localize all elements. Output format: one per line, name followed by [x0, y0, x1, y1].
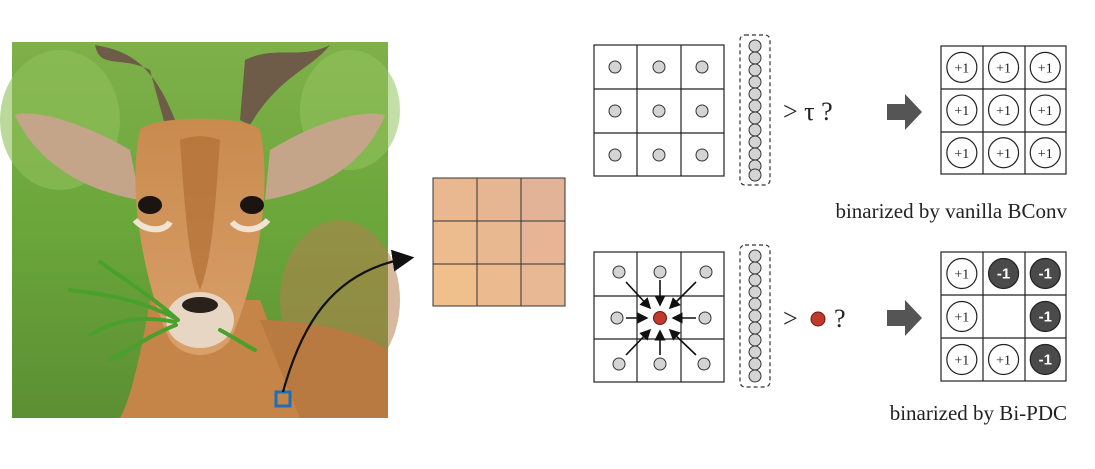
right-arrow-icon-2: [887, 300, 922, 336]
top-output-cell-value: +1: [996, 147, 1011, 162]
right-arrow-icon: [887, 94, 922, 130]
bottom-caption: binarized by Bi-PDC: [890, 401, 1067, 425]
top-output-cell-circle: [946, 51, 978, 83]
top-threshold-vector: [739, 34, 771, 186]
bottom-output-cell-circle: [1029, 257, 1061, 290]
curved-arrow-icon: [281, 249, 415, 393]
bottom-output-cell-value: +1: [996, 354, 1011, 369]
top-output-cell-circle: [946, 94, 978, 126]
bottom-input-grid: [593, 251, 725, 383]
top-comparison-label: > τ ?: [783, 97, 833, 126]
top-output-cell-value: +1: [996, 104, 1011, 119]
top-caption: binarized by vanilla BConv: [835, 199, 1067, 223]
bottom-threshold-vector: [739, 244, 771, 388]
top-output-cell-circle: [1029, 51, 1061, 83]
top-input-grid: [593, 44, 725, 177]
top-output-cell-value: +1: [1038, 147, 1053, 162]
top-output-cell-value: +1: [954, 61, 969, 76]
top-output-cell-value: +1: [954, 147, 969, 162]
top-output-grid: +1 +1 +1 +1 +1 +1 +1 +1 +1: [940, 45, 1067, 175]
bottom-output-cell-circle: [946, 300, 978, 333]
top-output-cell-value: +1: [1038, 61, 1053, 76]
bottom-output-cell-circle: [987, 257, 1020, 290]
bottom-output-cell-circle: [987, 343, 1020, 376]
antelope-photo: [0, 42, 400, 418]
bottom-output-cell-value: +1: [954, 354, 969, 369]
bottom-output-cell-value: -1: [1039, 309, 1052, 326]
bottom-output-cell-value: -1: [1039, 352, 1052, 369]
zoomed-patch: [432, 177, 566, 307]
bottom-output-cell-circle: [1029, 343, 1061, 376]
top-output-cell-circle: [1029, 94, 1061, 126]
top-output-cell-circle: [946, 137, 978, 169]
bottom-comparison-label: >: [783, 304, 798, 333]
bottom-output-cell-value: -1: [997, 266, 1010, 283]
bottom-output-cell-circle: [1029, 300, 1061, 333]
top-output-cell-circle: [1029, 137, 1061, 169]
top-output-cell-circle: [987, 94, 1020, 126]
bottom-output-cell-circle: [946, 343, 978, 376]
top-output-cell-value: +1: [1038, 104, 1053, 119]
bottom-output-cell-value: +1: [954, 311, 969, 326]
top-output-cell-circle: [987, 137, 1020, 169]
top-output-cell-value: +1: [996, 61, 1011, 76]
center-dot-icon: [810, 311, 826, 327]
bottom-output-cell-value: -1: [1039, 266, 1052, 283]
top-output-cell-value: +1: [954, 104, 969, 119]
bottom-output-grid: +1 -1 -1 +1 -1 +1 +1 -1: [940, 251, 1067, 382]
top-output-cell-circle: [987, 51, 1020, 83]
bottom-output-cell-value: +1: [954, 268, 969, 283]
bottom-output-cell-circle: [946, 257, 978, 290]
bottom-question-mark: ?: [834, 304, 846, 333]
